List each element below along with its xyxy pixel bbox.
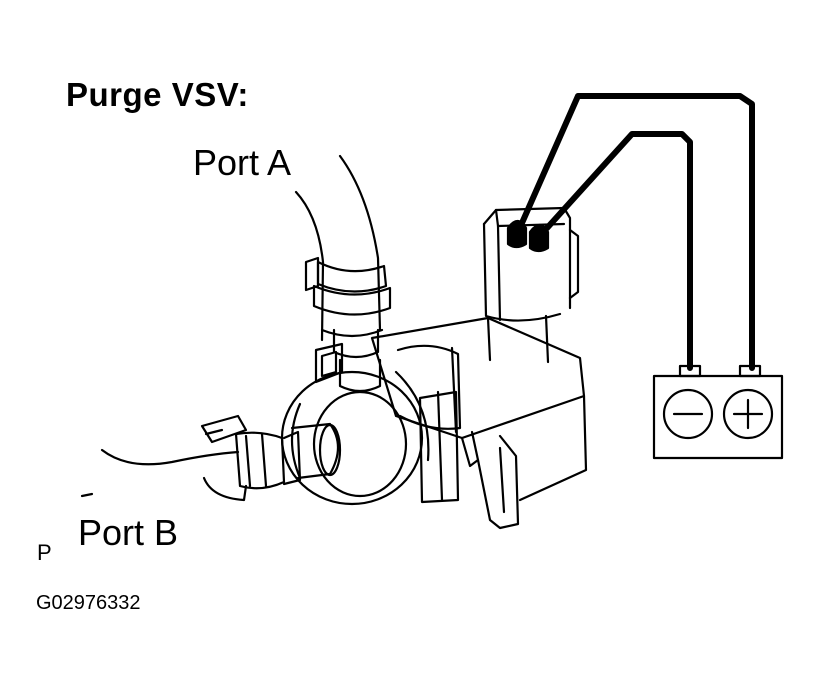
diagram-title: Purge VSV: xyxy=(66,76,249,113)
battery xyxy=(652,364,784,460)
valve-body xyxy=(370,316,588,530)
figure-code: G02976332 xyxy=(36,592,141,614)
port-a-fitting xyxy=(314,328,382,393)
corner-mark: P xyxy=(37,540,52,565)
port-b-clamp xyxy=(200,414,302,490)
battery-positive-terminal xyxy=(722,388,774,440)
port-b-nozzle xyxy=(290,422,342,480)
test-leads xyxy=(515,93,755,371)
port-a-clamp xyxy=(304,256,392,338)
electrical-connector xyxy=(482,206,580,364)
port-a-label: Port A xyxy=(193,142,292,183)
port-b-label: Port B xyxy=(78,512,179,553)
battery-negative-terminal xyxy=(662,388,714,440)
port-b-hose xyxy=(80,448,248,502)
diaphragm-housing xyxy=(280,370,430,506)
port-a-hose xyxy=(294,154,382,342)
